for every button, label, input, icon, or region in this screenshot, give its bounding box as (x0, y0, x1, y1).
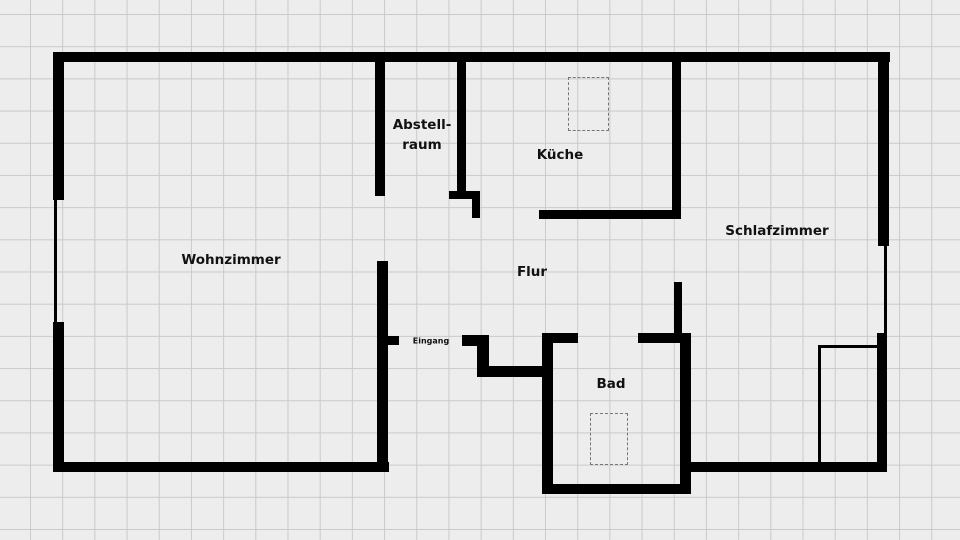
abstellraum-wall-corner-h (449, 191, 480, 199)
abstellraum-wall-corner-v (472, 191, 480, 218)
room-label-wohnzimmer: Wohnzimmer (181, 252, 281, 268)
room-label-schlafzimmer: Schlafzimmer (725, 223, 829, 239)
outer-wall-top (53, 52, 890, 62)
window-right (884, 244, 887, 336)
room-label-bad: Bad (596, 376, 626, 392)
abstellraum-wall-right (457, 60, 466, 198)
abstellraum-wall-left (375, 60, 385, 196)
wohnzimmer-wall-bottom (53, 462, 389, 472)
room-label-abstellraum-line1: Abstell- (392, 117, 452, 133)
kueche-wall-bottom (539, 210, 681, 219)
room-label-kueche: Küche (536, 147, 584, 163)
schlafzimmer-wall-stub (674, 282, 682, 335)
room-label-abstellraum: Abstell- raum (393, 115, 452, 155)
bath-fixture (590, 413, 628, 465)
bad-wall-right (680, 333, 691, 494)
room-label-abstellraum-line2: raum (402, 137, 442, 153)
entrance-label: Eingang (412, 336, 450, 346)
bad-wall-top-right (638, 333, 691, 343)
outer-wall-left-upper (53, 52, 64, 200)
closet-top (818, 345, 880, 348)
outer-wall-right-lower (877, 333, 887, 472)
schlafzimmer-wall-bottom (688, 462, 887, 472)
entrance-stub-left (384, 336, 399, 345)
window-left (54, 198, 57, 323)
bad-wall-top-left (542, 333, 578, 343)
bad-wall-left (542, 333, 553, 494)
entrance-jamb-h (462, 335, 489, 346)
bad-wall-bottom (542, 484, 691, 494)
wohnzimmer-wall-right-lower (377, 261, 388, 472)
closet-left (818, 345, 821, 463)
kueche-wall-right (672, 60, 681, 219)
outer-wall-right-upper (878, 52, 889, 246)
room-label-flur: Flur (516, 264, 548, 280)
entrance-jamb-bottom (477, 366, 547, 377)
outer-wall-left-lower (53, 322, 64, 472)
kitchen-fixture (568, 77, 609, 131)
